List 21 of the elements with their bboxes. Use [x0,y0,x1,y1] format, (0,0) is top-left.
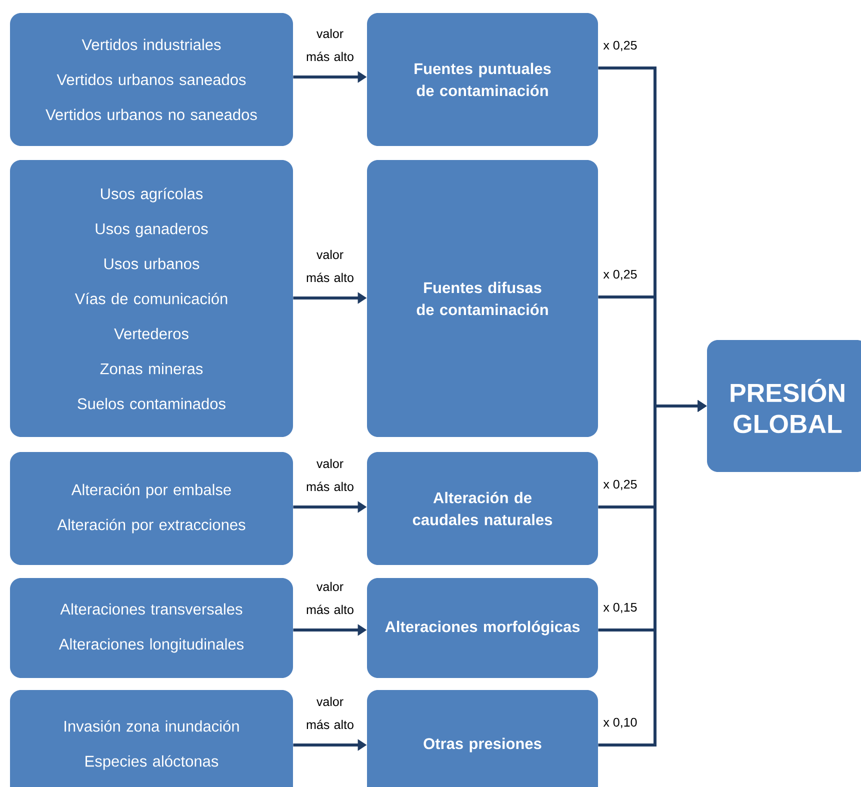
edge-label: x 0,15 [602,602,638,614]
edge-label: valor más alto [297,248,363,284]
pressure-box: Otras presiones [367,690,598,787]
edge-label: valor más alto [297,458,363,492]
source-box: Alteraciones transversales Alteraciones longitudinales [10,578,293,678]
pressure-box: Alteraciones morfológicas [367,578,598,678]
source-box: Invasión zona inundación Especies alóctonas [10,690,293,787]
source-box: Vertidos industriales Vertidos urbanos saneados Vertidos urbanos no saneados [10,13,293,146]
edge-label: valor más alto [297,696,363,730]
edge-label: x 0,25 [602,478,638,492]
edge-label: x 0,25 [602,40,638,52]
edge-label: valor más alto [297,580,363,616]
source-box: Alteración por embalse Alteración por extracciones [10,452,293,565]
pressure-box: Alteración de caudales naturales [367,452,598,565]
pressure-box: Fuentes puntuales de contaminación [367,13,598,146]
edge-label: valor más alto [297,28,363,62]
edge-label: x 0,25 [602,268,638,282]
result-box: PRESIÓN GLOBAL [707,340,861,472]
edge-label: x 0,10 [602,716,638,730]
pressure-box: Fuentes difusas de contaminación [367,160,598,437]
source-box: Usos agrícolas Usos ganaderos Usos urbanos Vías de comunicación Vertederos Zonas mineras Suelos contaminados [10,160,293,437]
